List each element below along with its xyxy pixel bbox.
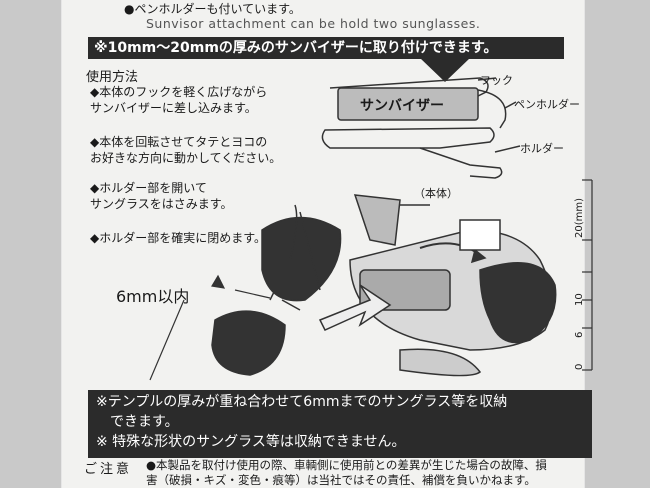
ruler-label-6: 6 xyxy=(574,331,585,338)
notice-line-2: できます。 xyxy=(96,414,179,430)
caution-line-1: ●本製品を取付け使用の際、車輌側に使用前との差異が生じた場合の故障、損 xyxy=(146,458,547,472)
sunvisor-label: サンバイザー xyxy=(360,98,444,114)
pen-holder-label: ペンホルダー xyxy=(514,98,580,111)
thickness-banner: ※10mm～20mmの厚みのサンバイザーに取り付けできます。 xyxy=(88,37,564,59)
usage-step-2: ◆本体を回転させてタテとヨコの お好きな方向に動かしてください。 xyxy=(90,134,281,166)
caution-body: ●本製品を取付け使用の際、車輌側に使用前との差異が生じた場合の故障、損 害（破損… xyxy=(146,458,547,488)
ruler-label-0: 0 xyxy=(574,363,585,370)
mm-ruler xyxy=(582,179,593,371)
usage-step-2-line-2: お好きな方向に動かしてください。 xyxy=(90,151,282,165)
usage-step-3: ◆ホルダー部を開いて サングラスをはさみます。 xyxy=(90,180,233,212)
holder-body-drawing xyxy=(318,194,557,377)
usage-step-2-line-1: ◆本体を回転させてタテとヨコの xyxy=(90,135,268,149)
english-description: Sunvisor attachment can be hold two sung… xyxy=(146,16,481,31)
clip-top-view xyxy=(321,77,521,179)
usage-step-4: ◆ホルダー部を確実に閉めます。 xyxy=(90,230,266,246)
notice-line-1: ※テンプルの厚みが重ね合わせて6mmまでのサングラス等を収納 xyxy=(96,394,508,410)
pen-holder-note: ●ペンホルダーも付いています。 xyxy=(124,2,301,16)
usage-step-1-line-1: ◆本体のフックを軽く広げながら xyxy=(90,85,268,99)
usage-step-3-line-2: サングラスをはさみます。 xyxy=(90,197,233,211)
sunglasses-drawing xyxy=(211,204,342,376)
caution-title: ご注意 xyxy=(84,462,133,477)
usage-step-1: ◆本体のフックを軽く広げながら サンバイザーに差し込みます。 xyxy=(90,84,267,116)
ruler-label-20mm: 20(mm) xyxy=(574,197,585,238)
usage-title: 使用方法 xyxy=(86,70,139,85)
six-mm-indicator xyxy=(149,274,271,381)
usage-step-1-line-2: サンバイザーに差し込みます。 xyxy=(90,101,257,115)
usage-step-4-line-1: ◆ホルダー部を確実に閉めます。 xyxy=(90,231,267,245)
holder-label: ホルダー xyxy=(520,142,564,155)
caution-line-2: 害（破損・キズ・変色・痕等）は当社ではその責任、補償を負いかねます。 xyxy=(146,473,536,487)
usage-step-3-line-1: ◆ホルダー部を開いて xyxy=(90,181,207,195)
body-label: （本体） xyxy=(414,187,458,200)
hook-label: フック xyxy=(480,74,513,87)
storage-notice: ※テンプルの厚みが重ね合わせて6mmまでのサングラス等を収納 できます。 ※ 特… xyxy=(88,390,592,458)
banner-pointer-icon xyxy=(420,58,470,82)
six-mm-label: 6mm以内 xyxy=(116,287,190,306)
notice-line-3: ※ 特殊な形状のサングラス等は収納できません。 xyxy=(96,434,406,450)
ruler-label-10: 10 xyxy=(574,293,585,306)
